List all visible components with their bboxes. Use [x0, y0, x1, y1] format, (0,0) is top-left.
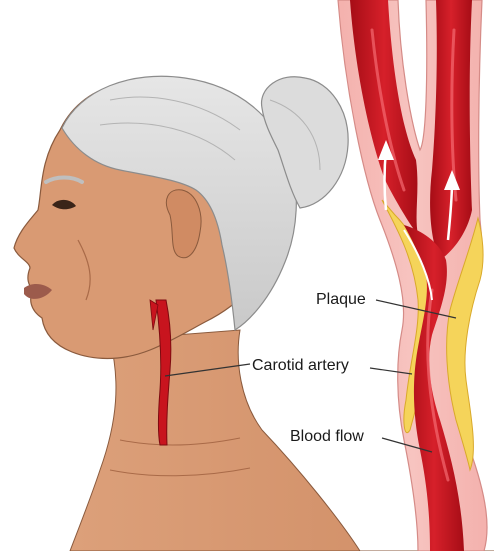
carotid-artery-label: Carotid artery	[252, 357, 349, 375]
artery-cross-section	[338, 0, 487, 551]
plaque-label: Plaque	[316, 291, 366, 309]
blood-flow-label: Blood flow	[290, 428, 364, 446]
